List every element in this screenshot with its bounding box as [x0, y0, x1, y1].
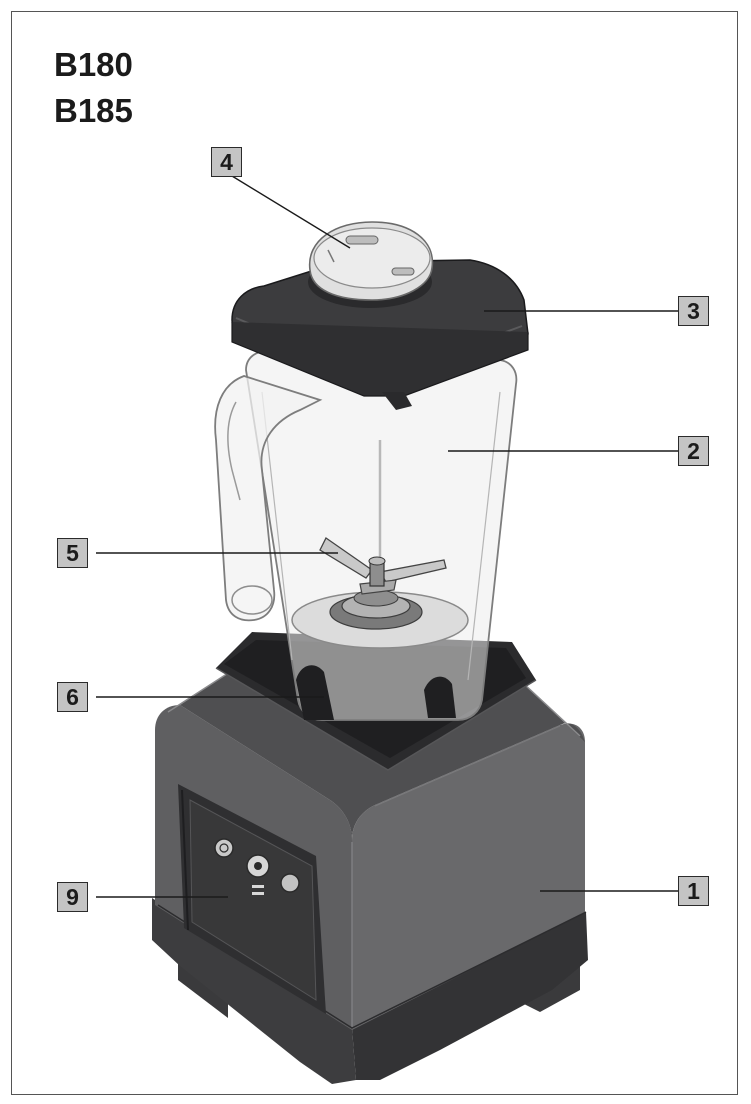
- callout-1: 1: [678, 876, 709, 906]
- callout-4: 4: [211, 147, 242, 177]
- lid-cap: [308, 221, 434, 308]
- jar-lid: [231, 259, 529, 410]
- power-button-icon: [214, 838, 234, 858]
- pulse-button-icon: [280, 873, 300, 893]
- callout-5: 5: [57, 538, 88, 568]
- control-panel: [214, 838, 300, 895]
- blade-assembly: [319, 537, 447, 595]
- callout-9: 9: [57, 882, 88, 912]
- model-number-2: B185: [54, 92, 133, 129]
- callout-3: 3: [678, 296, 709, 326]
- callout-6: 6: [57, 682, 88, 712]
- leader-line-4: [231, 175, 351, 249]
- model-number-1: B180: [54, 46, 133, 83]
- motor-base: [152, 665, 588, 1084]
- callout-2: 2: [678, 436, 709, 466]
- leader-lines: [96, 175, 678, 898]
- jar-handle: [214, 375, 323, 622]
